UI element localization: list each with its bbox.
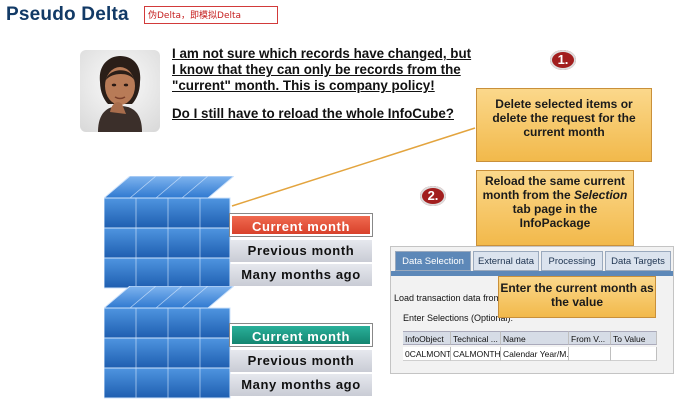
- column-header-name: Name: [501, 331, 569, 345]
- label-previous-month: Previous month: [230, 240, 372, 262]
- label-many-months-ago: Many months ago: [230, 374, 372, 396]
- cell-name: Calendar Year/M...: [501, 347, 569, 361]
- person-icon: [98, 56, 142, 132]
- infocube-stack-top: Current month Previous month Many months…: [102, 175, 374, 290]
- tab-processing[interactable]: Processing: [541, 251, 603, 271]
- callout-reload-text-a: Reload the same current month from the: [482, 174, 626, 202]
- tab-strip: Data Selection External data Processing …: [395, 251, 673, 271]
- column-header-infoobject: InfoObject: [403, 331, 451, 345]
- tab-underline: [391, 271, 673, 276]
- annotation-note: 伪Delta，即模拟Delta: [144, 6, 278, 24]
- column-header-from-value: From V...: [569, 331, 611, 345]
- step-2-badge: 2.: [420, 186, 446, 206]
- callout-reload-text-b: tab page in the InfoPackage: [512, 202, 598, 230]
- enter-selections-label: Enter Selections (Optional):: [403, 313, 514, 323]
- callout-reload: Reload the same current month from the S…: [476, 170, 634, 246]
- cube-stack-icon: [102, 285, 236, 399]
- column-header-technical: Technical ...: [451, 331, 501, 345]
- from-value-input[interactable]: [569, 347, 611, 361]
- speech-text: I am not sure which records have changed…: [172, 46, 472, 134]
- callout-enter-month: Enter the current month as the value: [498, 276, 656, 318]
- load-transaction-text: Load transaction data from th: [394, 293, 512, 303]
- callout-delete: Delete selected items or delete the requ…: [476, 88, 652, 162]
- label-current-month: Current month: [229, 213, 373, 237]
- avatar: [80, 50, 160, 132]
- callout-reload-emphasis: Selection: [573, 188, 628, 202]
- speech-paragraph-2: Do I still have to reload the whole Info…: [172, 106, 454, 121]
- cube-stack-icon: [102, 175, 236, 289]
- speech-paragraph-1: I am not sure which records have changed…: [172, 46, 472, 93]
- infocube-stack-bottom: Current month Previous month Many months…: [102, 285, 374, 400]
- tab-data-selection[interactable]: Data Selection: [395, 251, 471, 271]
- cell-technical: CALMONTH: [451, 347, 501, 361]
- tab-external-data[interactable]: External data: [473, 251, 539, 271]
- page-title: Pseudo Delta: [6, 4, 129, 25]
- callout1-connector: [231, 127, 476, 207]
- to-value-input[interactable]: [611, 347, 657, 361]
- label-previous-month: Previous month: [230, 350, 372, 372]
- infopackage-panel: Data Selection External data Processing …: [390, 246, 674, 374]
- cell-infoobject: 0CALMONTH: [403, 347, 451, 361]
- column-header-to-value: To Value: [611, 331, 657, 345]
- label-current-month: Current month: [229, 323, 373, 347]
- tab-data-targets[interactable]: Data Targets: [605, 251, 671, 271]
- label-many-months-ago: Many months ago: [230, 264, 372, 286]
- step-1-badge: 1.: [550, 50, 576, 70]
